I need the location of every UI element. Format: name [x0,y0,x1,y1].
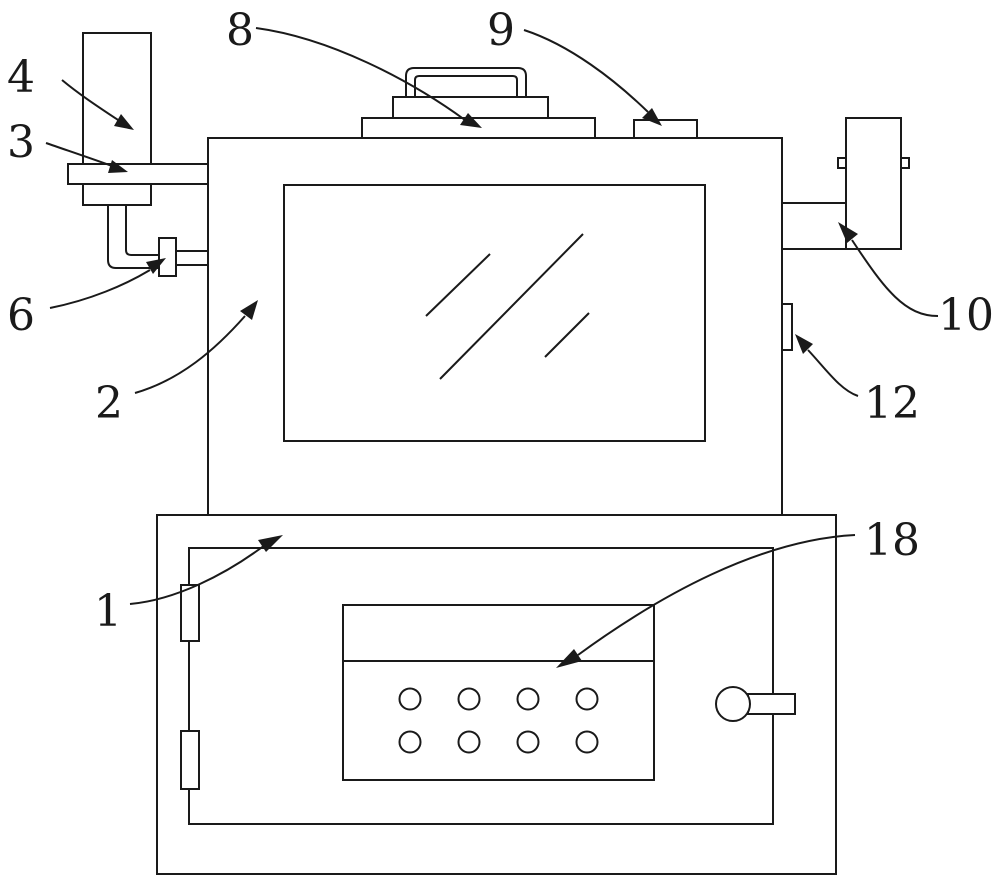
leader-arrow-8 [460,113,482,128]
label-6: 6 [7,290,35,341]
right-motor-tab-right [900,157,910,169]
control-panel [342,604,655,781]
leader-line-6 [49,269,151,309]
lid-top-plate [392,96,549,119]
panel-button [457,687,481,711]
door-lock-knob [715,686,751,722]
cabinet-door [188,547,774,825]
door-hinge-lower [180,730,200,790]
left-valve [158,237,177,277]
upper-housing [207,137,783,516]
leader-arrow-2 [240,300,258,320]
leader-lines [45,27,939,668]
lid-base-plate [361,117,596,139]
label-9: 9 [487,5,515,56]
right-motor-tab-left [837,157,847,169]
panel-button [516,687,540,711]
top-lid-assembly [361,67,596,139]
leader-line-8 [255,27,466,121]
leader-arrow-10 [838,222,858,243]
label-8: 8 [226,5,254,56]
leader-line-9 [523,29,649,113]
glass-reflection-line [439,233,584,380]
lower-cabinet [156,514,837,875]
lid-handle-inner [414,75,518,97]
label-18: 18 [864,515,920,566]
glass-reflection-line [425,253,491,317]
left-support-bracket [67,163,209,185]
viewing-window [283,184,706,442]
leader-arrow-4 [114,114,134,130]
panel-button [575,730,599,754]
leader-line-12 [807,349,859,397]
panel-button [516,730,540,754]
right-side-switch [781,303,793,351]
reference-numerals: 4 3 6 2 8 9 10 12 1 18 [7,5,994,637]
label-3: 3 [7,117,35,168]
glass-reflection-line [544,312,590,358]
leader-line-2 [134,315,246,394]
leader-arrow-6 [146,258,166,274]
lid-handle-outer [405,67,527,97]
right-motor-box [845,117,902,250]
panel-button [398,687,422,711]
panel-buttons [398,687,599,754]
panel-button [575,687,599,711]
label-4: 4 [7,52,35,103]
leader-line-3 [45,142,113,167]
label-2: 2 [95,378,123,429]
leader-line-4 [61,79,119,121]
leader-line-18 [577,534,856,656]
leader-line-1 [129,544,266,605]
leader-arrow-18 [556,649,582,668]
leader-line-10 [851,239,939,317]
left-side-assembly [67,32,209,277]
leader-arrow-9 [642,108,662,126]
door-handle-bar [747,693,796,715]
right-side-assembly [781,117,910,351]
label-12: 12 [864,378,920,429]
housing-body [207,137,783,516]
control-panel-frame [342,604,655,781]
top-vent-block [633,119,698,139]
door-hinge-upper [180,584,200,642]
panel-button [398,730,422,754]
leader-arrow-1 [258,535,283,552]
leader-arrow-12 [795,334,813,354]
leader-arrow-3 [108,160,128,173]
left-pipe-inner [125,205,160,256]
panel-button [457,730,481,754]
label-10: 10 [938,290,994,341]
left-pipe-outer [107,205,160,269]
label-1: 1 [94,586,122,637]
